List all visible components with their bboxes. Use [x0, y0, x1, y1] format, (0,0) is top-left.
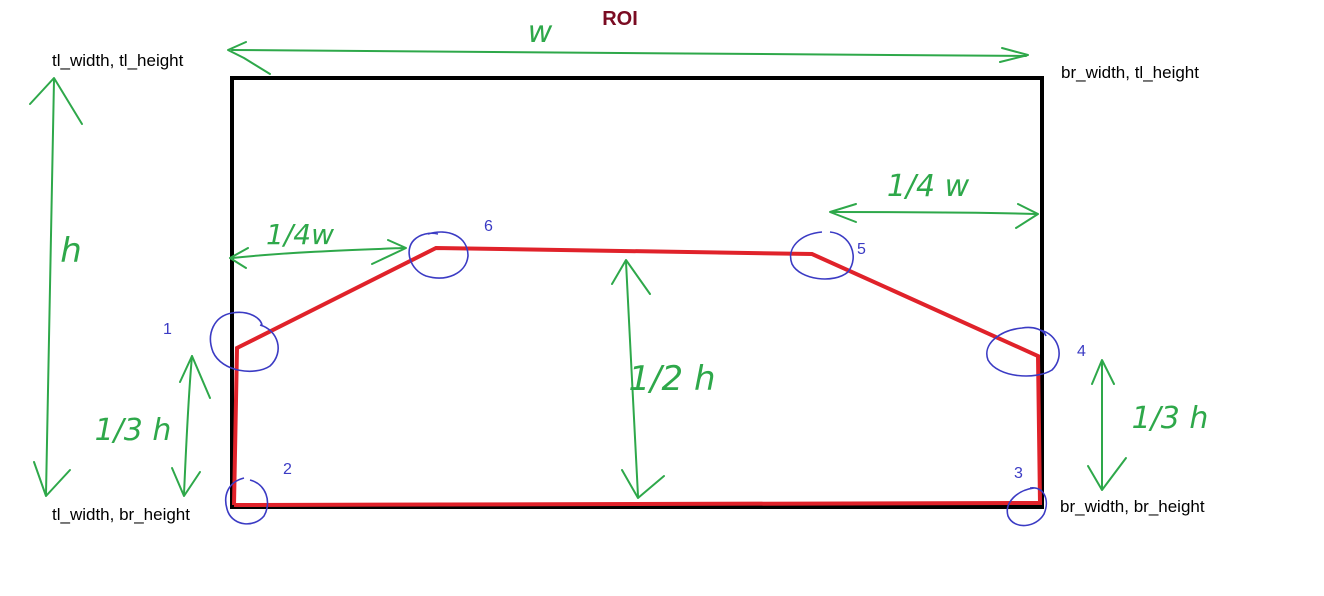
point-marker-3	[1006, 487, 1048, 527]
corner-label-top-left: tl_width, tl_height	[52, 51, 184, 70]
point-label-2: 2	[283, 461, 292, 478]
region-polygon	[232, 245, 1043, 507]
point-label-5: 5	[857, 241, 866, 258]
point-marker-4	[986, 326, 1060, 377]
third-height-left-arrow	[171, 355, 211, 497]
point-marker-6	[408, 231, 469, 279]
quarter-width-right-arrow	[829, 203, 1039, 229]
third-height-left-label: 1/3 h	[95, 413, 172, 448]
diagram-title: ROI	[602, 8, 638, 30]
point-label-4: 4	[1077, 343, 1086, 360]
point-marker-1	[209, 311, 279, 373]
roi-rectangle	[230, 76, 1044, 509]
quarter-width-left-arrow	[229, 239, 407, 269]
corner-label-bottom-left: tl_width, br_height	[52, 505, 190, 524]
point-marker-5	[789, 231, 854, 280]
half-height-label: 1/2 h	[628, 359, 715, 399]
corner-label-bottom-right: br_width, br_height	[1060, 497, 1205, 516]
third-height-right-label: 1/3 h	[1132, 401, 1209, 436]
quarter-width-right-label: 1/4 w	[887, 169, 970, 204]
corner-label-top-right: br_width, tl_height	[1061, 63, 1199, 82]
half-height-arrow	[611, 259, 665, 499]
point-label-3: 3	[1014, 465, 1023, 482]
point-marker-2	[224, 477, 269, 525]
point-label-6: 6	[484, 218, 493, 235]
point-markers	[209, 231, 1060, 527]
width-label: w	[528, 15, 553, 50]
height-label: h	[60, 231, 82, 271]
height-arrow	[29, 77, 83, 497]
width-arrow	[227, 41, 1029, 75]
third-height-right-arrow	[1087, 359, 1127, 491]
point-label-1: 1	[163, 321, 172, 338]
quarter-width-left-label: 1/4w	[266, 218, 334, 251]
